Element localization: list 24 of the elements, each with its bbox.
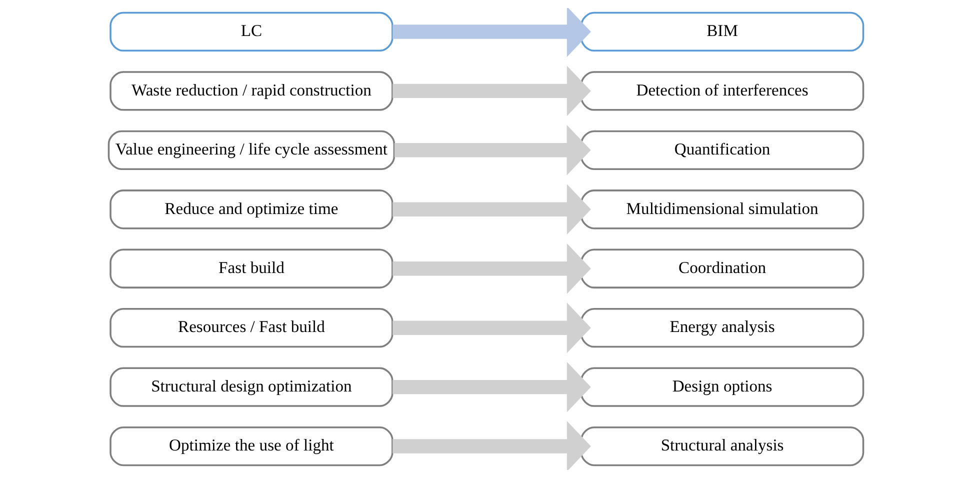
arrow: [392, 362, 590, 412]
node-box: Design options: [580, 367, 864, 407]
node-box: BIM: [580, 12, 864, 52]
node-box: Multidimensional simulation: [580, 190, 864, 230]
node-box: Detection of interferences: [580, 71, 864, 111]
node-box: Optimize the use of light: [109, 426, 393, 466]
arrow: [392, 243, 590, 294]
arrow: [392, 184, 590, 235]
node-box: LC: [109, 12, 393, 52]
node-box: Quantification: [580, 130, 864, 170]
arrow: [392, 302, 590, 354]
arrow: [392, 8, 590, 57]
arrow: [394, 124, 590, 176]
node-box: Waste reduction / rapid construction: [109, 71, 393, 111]
node-box: Reduce and optimize time: [109, 190, 393, 230]
node-box: Coordination: [580, 248, 864, 288]
node-box: Energy analysis: [580, 308, 864, 348]
node-box: Value engineering / life cycle assessment: [107, 130, 395, 170]
node-box: Fast build: [109, 248, 393, 288]
node-box: Resources / Fast build: [109, 308, 393, 348]
node-box: Structural design optimization: [109, 367, 393, 407]
arrow: [392, 421, 590, 470]
node-box: Structural analysis: [580, 426, 864, 466]
arrow: [392, 66, 590, 116]
